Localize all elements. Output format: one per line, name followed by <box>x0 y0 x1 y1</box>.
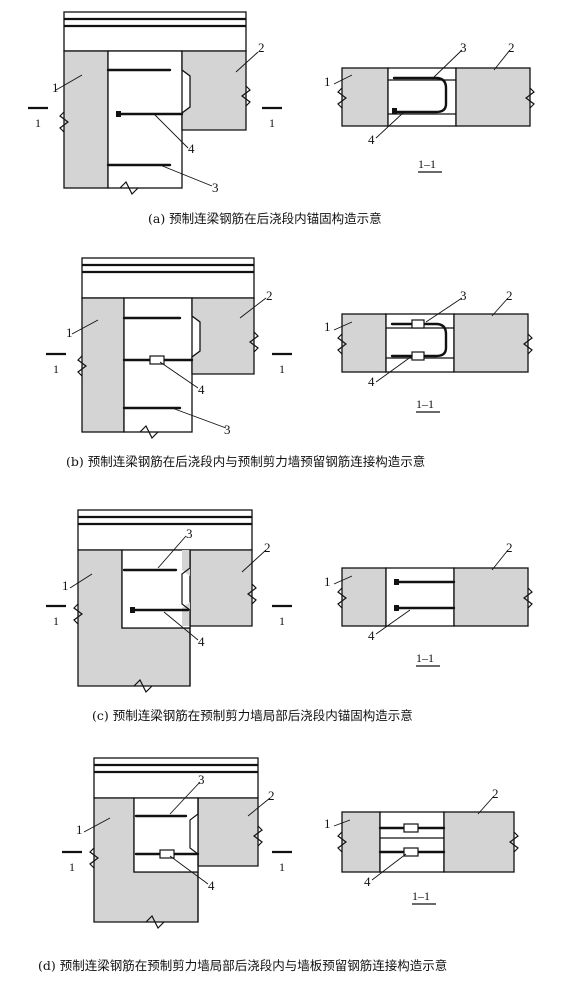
label-4: 4 <box>188 141 195 156</box>
sec-c-label-1: 1 <box>324 574 331 589</box>
panel-d-elevation <box>62 757 292 930</box>
label-1: 1 <box>52 80 59 95</box>
label-3: 3 <box>212 180 219 195</box>
panel-b: 1 2 4 3 1 1 3 2 1 4 1–1 <box>46 257 533 440</box>
b-section-mark-left: 1 <box>53 362 59 376</box>
d-label-3: 3 <box>198 772 205 787</box>
b-label-2: 2 <box>266 288 273 303</box>
c-label-4: 4 <box>198 634 205 649</box>
sec-b-title: 1–1 <box>416 397 434 411</box>
slab-top <box>63 11 247 52</box>
sec-a-label-2: 2 <box>508 40 515 55</box>
sec-a-label-3: 3 <box>460 40 467 55</box>
sec-a-title: 1–1 <box>418 157 436 171</box>
section-mark-left: 1 <box>35 116 41 130</box>
cast-in-place-zone <box>107 50 183 189</box>
b-label-1: 1 <box>66 325 73 340</box>
caption-c: (c) 预制连梁钢筋在预制剪力墙局部后浇段内锚固构造示意 <box>92 708 413 723</box>
c-label-3: 3 <box>186 526 193 541</box>
d-label-1: 1 <box>76 822 83 837</box>
label-2: 2 <box>258 40 265 55</box>
sec-a-label-4: 4 <box>368 132 375 147</box>
d-section-mark-left: 1 <box>69 860 75 874</box>
b-label-4: 4 <box>198 382 205 397</box>
c-section-mark-right: 1 <box>279 614 285 628</box>
sec-d-label-4: 4 <box>364 874 371 889</box>
b-label-3: 3 <box>224 422 231 437</box>
sec-a-label-1: 1 <box>324 74 331 89</box>
sec-c-title: 1–1 <box>416 651 434 665</box>
d-label-4: 4 <box>208 878 215 893</box>
sec-d-title: 1–1 <box>412 889 430 903</box>
d-section-mark-right: 1 <box>279 860 285 874</box>
sec-b-label-2: 2 <box>506 288 513 303</box>
panel-b-section <box>333 297 533 413</box>
panel-c: 1 2 3 4 1 1 2 1 4 1–1 <box>46 509 533 694</box>
sec-b-label-3: 3 <box>460 288 467 303</box>
panel-d: 1 2 3 4 1 1 2 1 4 1–1 <box>62 757 519 930</box>
sec-b-label-4: 4 <box>368 374 375 389</box>
c-label-1: 1 <box>62 578 69 593</box>
panel-b-elevation <box>46 257 292 440</box>
caption-d: (d) 预制连梁钢筋在预制剪力墙局部后浇段内与墙板预留钢筋连接构造示意 <box>38 958 448 973</box>
panel-a: 1 2 4 3 1 1 3 2 1 4 1–1 <box>28 11 535 196</box>
sec-d-label-2: 2 <box>492 786 499 801</box>
panel-c-section <box>333 549 533 667</box>
precast-beam <box>181 50 247 131</box>
panel-d-section <box>333 795 519 905</box>
section-mark-right: 1 <box>269 116 275 130</box>
c-label-2: 2 <box>264 540 271 555</box>
sec-c-label-2: 2 <box>506 540 513 555</box>
sec-d-label-1: 1 <box>324 816 331 831</box>
d-label-2: 2 <box>268 788 275 803</box>
panel-a-elevation <box>28 11 282 196</box>
precast-wall <box>63 50 109 189</box>
sec-c-label-4: 4 <box>368 628 375 643</box>
panel-a-section <box>333 49 535 173</box>
caption-b: (b) 预制连梁钢筋在后浇段内与预制剪力墙预留钢筋连接构造示意 <box>66 454 426 469</box>
c-section-mark-left: 1 <box>53 614 59 628</box>
sec-b-label-1: 1 <box>324 319 331 334</box>
b-section-mark-right: 1 <box>279 362 285 376</box>
caption-a: (a) 预制连梁钢筋在后浇段内锚固构造示意 <box>148 211 382 226</box>
panel-c-elevation <box>46 509 292 694</box>
